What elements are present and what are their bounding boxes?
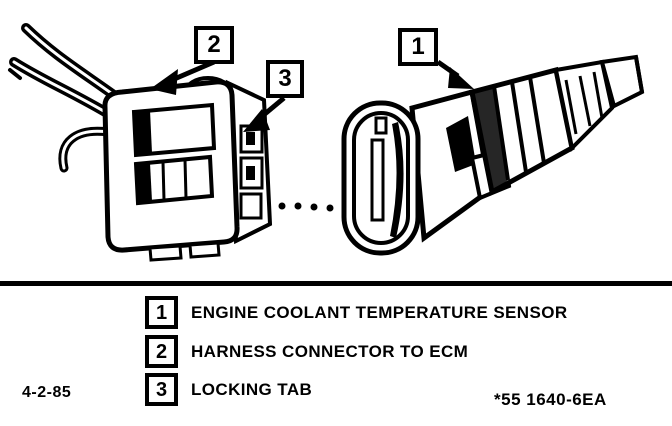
arrow-to-locking-tab: [243, 96, 286, 132]
legend-label-harness-connector: HARNESS CONNECTOR TO ECM: [191, 341, 469, 361]
legend-key-3: 3: [145, 373, 178, 406]
legend-key-1: 1: [145, 296, 178, 329]
legend-label-sensor: ENGINE COOLANT TEMPERATURE SENSOR: [191, 302, 568, 322]
arrow-to-sensor: [436, 59, 474, 89]
callout-box-2: 2: [194, 26, 234, 64]
legend-item-harness-connector: 2 HARNESS CONNECTOR TO ECM: [145, 335, 468, 368]
sensor-drawing: [341, 54, 645, 256]
wire-leads: [8, 23, 123, 173]
dotted-mating-line: [278, 202, 334, 212]
legend-item-sensor: 1 ENGINE COOLANT TEMPERATURE SENSOR: [145, 296, 568, 329]
legend-key-2: 2: [145, 335, 178, 368]
harness-connector-drawing: [102, 76, 273, 262]
callout-box-3: 3: [266, 60, 304, 98]
callout-arrows: [150, 59, 474, 132]
legend-label-locking-tab: LOCKING TAB: [191, 379, 313, 399]
connector-sensor-illustration: [8, 23, 645, 262]
figure-date: 4-2-85: [22, 384, 72, 401]
callout-box-1: 1: [398, 28, 438, 66]
section-divider: [0, 281, 672, 286]
arrow-to-harness-connector: [150, 59, 215, 95]
figure-part-number: *55 1640-6EA: [494, 390, 607, 409]
legend-item-locking-tab: 3 LOCKING TAB: [145, 373, 312, 406]
